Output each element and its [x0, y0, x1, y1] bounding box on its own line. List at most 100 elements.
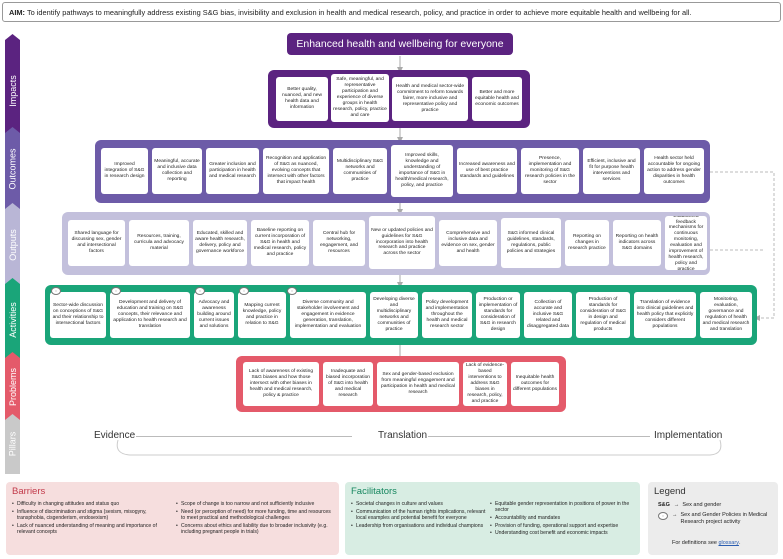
activity-box: Production or implementation of standard…	[476, 292, 520, 338]
flow-connectors	[397, 56, 775, 356]
activity-box: Sector-wide discussion on conceptions of…	[50, 292, 106, 338]
aim-text: To identify pathways to meaningfully add…	[26, 8, 692, 17]
activity-box: Development and delivery of education an…	[110, 292, 190, 338]
legend-footnote: For definitions see glossary .	[672, 540, 740, 546]
outcome-box: Improved skills, knowledge and understan…	[391, 145, 453, 197]
outcome-box: Greater inclusion and participation in h…	[206, 148, 259, 194]
facilitator-item: Understanding cost benefit and economic …	[490, 530, 635, 536]
legend-footnote-suffix: .	[738, 540, 741, 546]
activity-box: Mapping current knowledge, policy and pr…	[238, 292, 286, 338]
barrier-item: Influence of discrimination and stigma (…	[12, 509, 172, 521]
legend-arrow-icon: →	[672, 512, 678, 518]
barrier-item: Concerns about ethics and liability due …	[176, 523, 334, 535]
legend-arrow-icon: →	[673, 502, 680, 508]
legend-sg-row: S&G → Sex and gender	[658, 502, 721, 508]
activity-box: Production of standards for consideratio…	[576, 292, 630, 338]
facilitator-item: Provision of funding, operational suppor…	[490, 523, 635, 529]
impact-box: Health and medical sector-wide commitmen…	[392, 77, 468, 121]
pillar-evidence: Evidence	[94, 430, 136, 441]
facilitators-list-left: Societal changes in culture and values C…	[351, 501, 486, 530]
barrier-item: Scope of change is too narrow and not su…	[176, 501, 334, 507]
activities-arrow-shape	[5, 278, 20, 362]
problems-arrow: Problems	[5, 352, 20, 422]
activity-box: Translation of evidence into clinical gu…	[634, 292, 696, 338]
pillar-implementation: Implementation	[654, 430, 723, 441]
barriers-panel: Barriers Difficulty in changing attitude…	[6, 482, 339, 555]
outcome-box: Multidisciplinary S&G networks and commu…	[333, 148, 387, 194]
legend-icon-row: ◦◦ → Sex and Gender Policies in Medical …	[658, 512, 774, 525]
outcome-box: Efficient, inclusive and fit for purpose…	[583, 148, 640, 194]
output-box: Resources, training, curricula and advoc…	[129, 220, 189, 266]
legend-sg-key: S&G	[658, 502, 670, 508]
impact-box: Better and more equitable health and eco…	[472, 77, 522, 121]
output-box: Shared language for discussing sex, gend…	[68, 220, 125, 266]
outcome-box: Recognition and application of S&G as nu…	[263, 148, 329, 194]
pillar-connector	[136, 436, 352, 437]
project-activity-icon: ◦◦	[287, 287, 297, 295]
barriers-list-left: Difficulty in changing attitudes and sta…	[12, 501, 172, 536]
activity-box: Advocacy and awareness building around c…	[194, 292, 234, 338]
legend-panel: Legend S&G → Sex and gender ◦◦ → Sex and…	[648, 482, 778, 555]
problem-box: Inadequate and biased incorporation of S…	[323, 362, 373, 406]
facilitator-item: Communication of the human rights implic…	[351, 509, 486, 521]
output-box: Reporting on health indicators across S&…	[613, 220, 661, 266]
activity-box: Diverse community and stakeholder involv…	[290, 292, 366, 338]
impact-box: Better quality, nuanced, and new health …	[276, 77, 328, 121]
glossary-link[interactable]: glossary	[718, 540, 739, 546]
impacts-arrow: Impacts	[5, 34, 20, 148]
impacts-arrow-shape	[5, 34, 20, 148]
barriers-list-right: Scope of change is too narrow and not su…	[176, 501, 334, 536]
headline-impact: Enhanced health and wellbeing for everyo…	[287, 33, 513, 55]
barrier-item: Difficulty in changing attitudes and sta…	[12, 501, 172, 507]
facilitator-item: Societal changes in culture and values	[351, 501, 486, 507]
output-box: Educated, skilled and aware health resea…	[193, 220, 247, 266]
legend-title: Legend	[654, 486, 686, 497]
output-box: Reporting on changes in research practic…	[565, 220, 609, 266]
problem-box: Inequitable health outcomes for differen…	[511, 362, 559, 406]
output-box: Central hub for networking, engagement, …	[313, 220, 365, 266]
barriers-title: Barriers	[12, 486, 46, 497]
impact-box: Safe, meaningful, and representative par…	[331, 74, 389, 122]
barrier-item: Need (or perception of need) for more fu…	[176, 509, 334, 521]
problems-arrow-shape	[5, 352, 20, 422]
barrier-item: Lack of nuanced understanding of meaning…	[12, 523, 172, 535]
legend-icon-value: Sex and Gender Policies in Medical Resea…	[680, 512, 768, 525]
problem-box: Lack of evidence-based interventions to …	[463, 362, 507, 406]
output-box: New or updated policies and guidelines f…	[369, 216, 435, 269]
project-activity-icon: ◦◦	[658, 512, 668, 520]
outcome-box: Presence, implementation and monitoring …	[521, 148, 579, 194]
aim-label: AIM:	[9, 8, 26, 17]
outcome-box: Improved integration of S&G in research …	[101, 148, 148, 194]
facilitators-title: Facilitators	[351, 486, 397, 497]
facilitator-item: Leadership from organisations and indivi…	[351, 523, 486, 529]
facilitator-item: Accountability and mandates	[490, 515, 635, 521]
pillar-connector	[428, 436, 650, 437]
legend-footnote-prefix: For definitions see	[672, 540, 719, 546]
activity-box: Developing diverse and multidisciplinary…	[370, 292, 418, 338]
project-activity-icon: ◦◦	[111, 287, 121, 295]
output-box: Baseline reporting on current incorporat…	[251, 220, 309, 266]
facilitator-item: Equitable gender representation in posit…	[490, 501, 635, 513]
output-box: Comprehensive and inclusive data and evi…	[439, 220, 497, 266]
pillar-cycle-arrow	[116, 439, 722, 456]
problem-box: Lack of awareness of existing S&G biases…	[243, 362, 319, 406]
pillar-translation: Translation	[378, 430, 428, 441]
project-activity-icon: ◦◦	[239, 287, 249, 295]
project-activity-icon: ◦◦	[195, 287, 205, 295]
activity-box: Monitoring, evaluation, governance and r…	[700, 292, 752, 338]
pillars-arrow-shape	[5, 414, 20, 474]
project-activity-icon: ◦◦	[51, 287, 61, 295]
outcome-box: Health sector held accountable for ongoi…	[644, 148, 704, 194]
outputs-arrow: Outputs	[5, 203, 20, 287]
outcomes-arrow: Outcomes	[5, 127, 20, 211]
outcomes-arrow-shape	[5, 127, 20, 211]
activity-box: Collection of accurate and inclusive S&G…	[524, 292, 572, 338]
activities-arrow: Activities	[5, 278, 20, 362]
aim-banner: AIM: To identify pathways to meaningfull…	[2, 2, 781, 22]
outcome-box: Increased awareness and use of best prac…	[457, 148, 517, 194]
pillars-arrow: Pillars	[5, 414, 20, 474]
activity-box: Policy development and implementation th…	[422, 292, 472, 338]
legend-sg-value: Sex and gender	[682, 502, 722, 508]
output-box: S&G informed clinical guidelines, standa…	[501, 218, 561, 268]
output-box: Established feedback mechanisms for cont…	[665, 216, 707, 270]
